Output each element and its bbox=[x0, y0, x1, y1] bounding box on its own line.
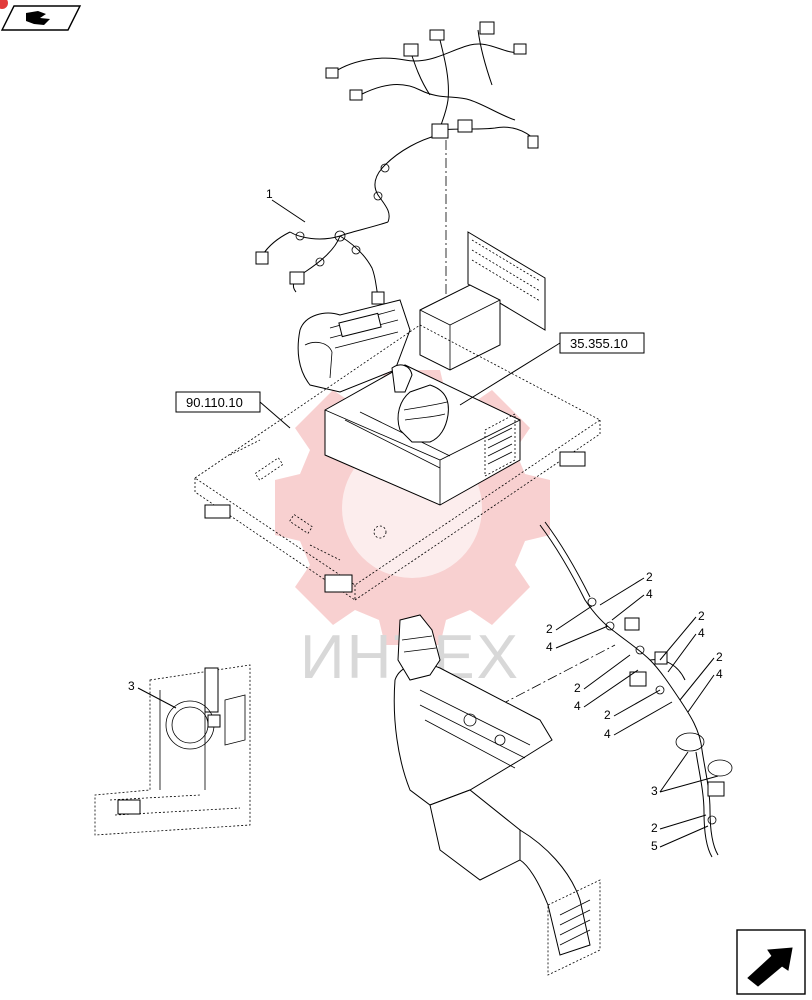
callout-1-leader bbox=[271, 199, 306, 223]
next-page-arrow-icon[interactable] bbox=[736, 929, 806, 995]
callout-bottom-5: 5 bbox=[651, 839, 658, 853]
callout-right-2a: 2 bbox=[646, 570, 653, 584]
callout-right-4b: 4 bbox=[698, 626, 705, 640]
main-wire-harness bbox=[255, 21, 539, 305]
callout-left-4b: 4 bbox=[574, 699, 581, 713]
controller-module bbox=[419, 231, 546, 371]
callout-left-2c: 2 bbox=[604, 708, 611, 722]
callout-right-2c: 2 bbox=[716, 650, 723, 664]
callout-right-4a: 4 bbox=[646, 587, 653, 601]
callout-inset-3-leader bbox=[137, 687, 177, 709]
callout-inset-3: 3 bbox=[128, 679, 135, 693]
right-cable-detail bbox=[539, 521, 733, 858]
ref-90110-label: 90.110.10 bbox=[186, 395, 243, 410]
center-joystick bbox=[391, 364, 449, 443]
callout-1: 1 bbox=[266, 187, 273, 201]
ref-box-35355[interactable]: 35.355.10 bbox=[559, 332, 645, 354]
callout-left-2a: 2 bbox=[546, 622, 553, 636]
armrest-console bbox=[393, 614, 601, 976]
inset-detail bbox=[94, 664, 251, 836]
right-callouts: 2 4 2 4 2 4 2 4 2 4 2 4 3 2 5 bbox=[546, 570, 723, 853]
callout-left-4a: 4 bbox=[546, 640, 553, 654]
callout-right-2b: 2 bbox=[698, 609, 705, 623]
callout-left-4c: 4 bbox=[604, 727, 611, 741]
ref-35355-leader bbox=[459, 342, 561, 406]
callout-3-clip: 3 bbox=[651, 784, 658, 798]
callout-bottom-2: 2 bbox=[651, 821, 658, 835]
detail-center-line bbox=[499, 644, 616, 706]
ref-35355-label: 35.355.10 bbox=[570, 336, 628, 351]
platform-plate bbox=[194, 324, 601, 601]
callout-left-2b: 2 bbox=[574, 681, 581, 695]
left-console bbox=[297, 299, 411, 393]
ref-box-90110[interactable]: 90.110.10 bbox=[175, 391, 261, 413]
book-arrow-icon[interactable] bbox=[0, 0, 82, 31]
callout-right-4c: 4 bbox=[716, 667, 723, 681]
ref-90110-leader bbox=[259, 401, 291, 429]
